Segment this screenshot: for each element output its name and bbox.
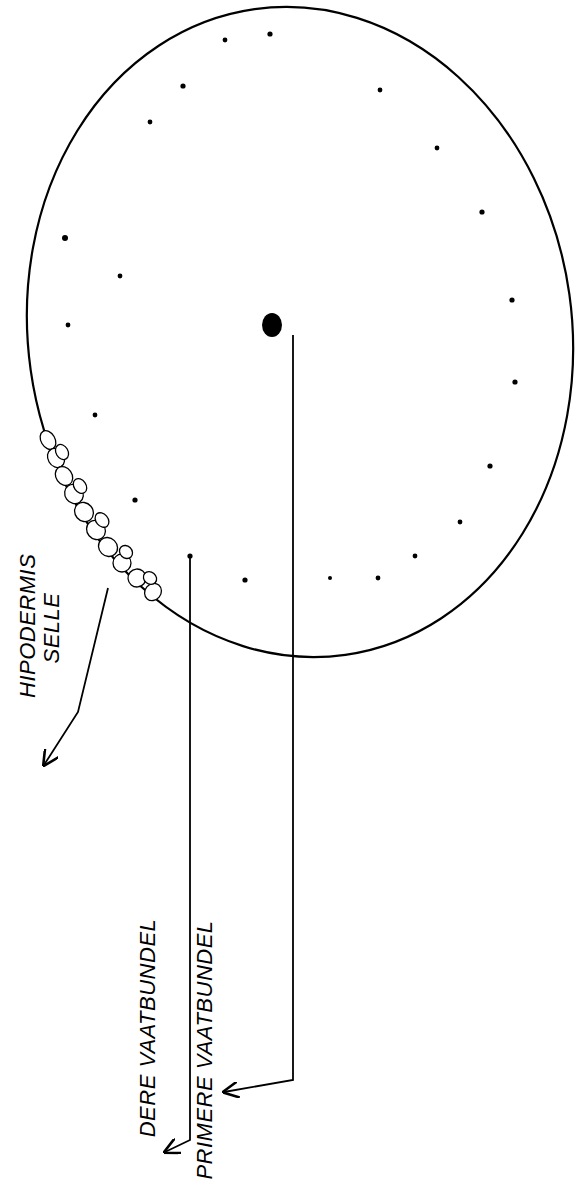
leader-line [224,335,293,1092]
secondary-bundles [62,31,518,582]
hypodermis-cells [37,428,165,604]
leader-lines [44,335,293,1152]
primary-bundle [262,313,282,337]
part-label: PRIMERE VAATBUNDEL [193,920,217,1179]
leader-line [165,556,190,1152]
part-label: DERE VAATBUNDEL [136,919,160,1138]
stem-outline [0,0,575,693]
part-label: HIPODERMIS SELLE [16,558,64,698]
